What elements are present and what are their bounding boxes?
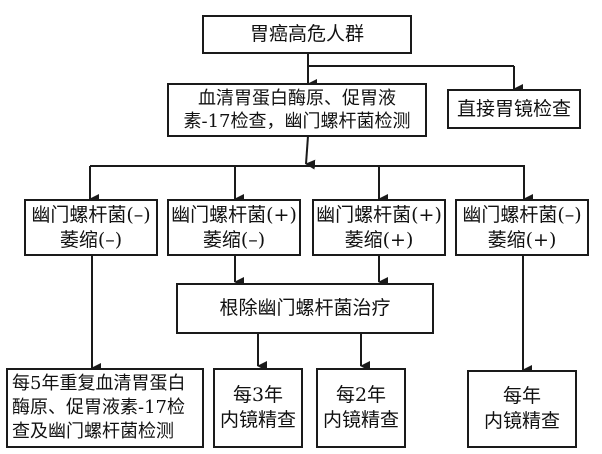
node-text: 幽门螺杆菌(–) <box>462 203 582 226</box>
node-text: 萎缩(+) <box>344 228 414 251</box>
node-text: 内镜精查 <box>483 410 560 432</box>
node-outcome-every-3-years: 每3年 内镜精查 <box>213 368 303 448</box>
node-text: 血清胃蛋白酶原、促胃液 <box>198 88 396 109</box>
node-outcome-every-5-years: 每5年重复血清胃蛋白 酶原、促胃液素-17检 查及幽门螺杆菌检测 <box>6 368 204 448</box>
node-text: 每3年 <box>232 384 284 406</box>
node-high-risk-population: 胃癌高危人群 <box>202 15 412 54</box>
node-outcome-every-year: 每年 内镜精查 <box>467 370 577 448</box>
node-text: 素-17检查，幽门螺杆菌检测 <box>183 111 411 132</box>
node-group-hp-pos-atrophy-neg: 幽门螺杆菌(+) 萎缩(–) <box>167 199 301 256</box>
node-text: 内镜精查 <box>322 409 399 431</box>
node-text: 萎缩(–) <box>202 228 266 251</box>
node-text: 内镜精查 <box>219 409 296 431</box>
node-text: 直接胃镜检查 <box>456 97 571 120</box>
node-group-hp-pos-atrophy-pos: 幽门螺杆菌(+) 萎缩(+) <box>312 199 446 256</box>
node-text: 根除幽门螺杆菌治疗 <box>219 297 391 319</box>
node-outcome-every-2-years: 每2年 内镜精查 <box>316 368 406 448</box>
node-text: 酶原、促胃液素-17检 <box>12 397 185 418</box>
node-text: 每2年 <box>335 384 387 406</box>
node-text: 萎缩(–) <box>59 228 123 251</box>
node-text: 幽门螺杆菌(+) <box>171 203 297 226</box>
node-group-hp-neg-atrophy-pos: 幽门螺杆菌(–) 萎缩(+) <box>455 199 589 256</box>
node-text: 查及幽门螺杆菌检测 <box>12 421 174 442</box>
node-direct-gastroscopy: 直接胃镜检查 <box>447 89 581 129</box>
node-text: 幽门螺杆菌(–) <box>31 203 151 226</box>
node-text: 胃癌高危人群 <box>249 23 364 45</box>
node-text: 每5年重复血清胃蛋白 <box>12 373 186 394</box>
node-serum-screening: 血清胃蛋白酶原、促胃液 素-17检查，幽门螺杆菌检测 <box>167 83 427 137</box>
node-text: 每年 <box>502 385 541 407</box>
node-text: 萎缩(+) <box>487 228 557 251</box>
node-group-hp-neg-atrophy-neg: 幽门螺杆菌(–) 萎缩(–) <box>24 199 158 256</box>
node-hp-eradication-treatment: 根除幽门螺杆菌治疗 <box>176 283 434 334</box>
node-text: 幽门螺杆菌(+) <box>316 203 442 226</box>
arrow-screening-stem <box>305 135 316 170</box>
